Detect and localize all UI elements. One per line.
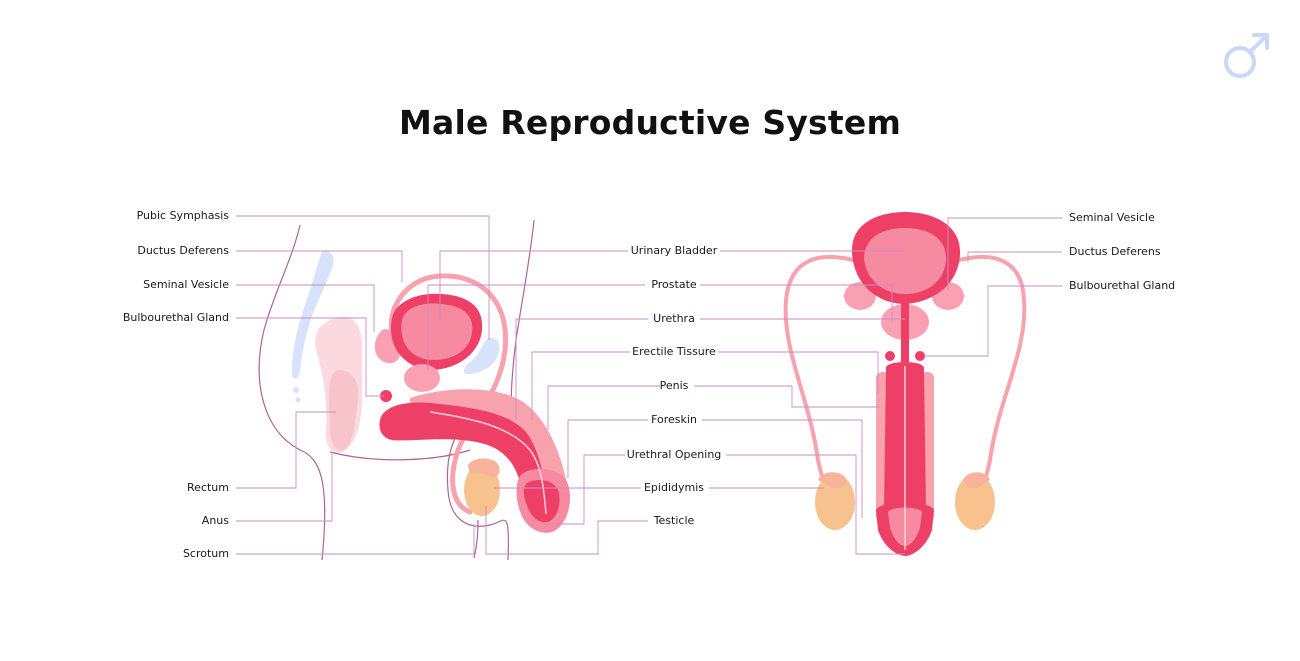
male-symbol-icon	[1224, 33, 1269, 78]
leader-erectile-tissure	[531, 351, 630, 420]
label-epididymis: Epididymis	[643, 481, 705, 494]
erectile-tissue-shape	[410, 389, 568, 515]
bulbourethal-gland-left	[885, 351, 895, 361]
bladder-front-inner	[864, 228, 946, 294]
coccyx-dot	[295, 397, 301, 403]
leader-bulbourethal-gland-right	[924, 285, 1062, 357]
label-scrotum: Scrotum	[182, 547, 229, 560]
label-pubic-symphasis: Pubic Symphasis	[136, 209, 229, 222]
leader-seminal-vesicle-right	[947, 217, 1062, 290]
label-seminal-vesicle: Seminal Vesicle	[143, 278, 229, 291]
leader-foreskin-front	[702, 419, 863, 518]
leader-urinary-bladder	[439, 250, 628, 322]
bulbourethal-gland-shape	[380, 390, 392, 402]
label-anus: Anus	[201, 514, 229, 527]
leader-ductus-deferens-right	[967, 251, 1062, 262]
prostate-shape	[404, 364, 440, 392]
urinary-bladder-inner	[401, 303, 473, 360]
label-erectile-tissure: Erectile Tissure	[632, 345, 716, 358]
label-testicle: Testicle	[653, 514, 695, 527]
leader-seminal-vesicle-left	[236, 284, 375, 332]
pubic-bone	[464, 337, 500, 375]
testicle-right	[955, 474, 995, 530]
urethra-line	[429, 411, 547, 515]
leader-urethral-opening	[556, 454, 625, 525]
leader-erectile-tissure-front	[718, 351, 879, 394]
urethra-front	[901, 300, 909, 364]
leader-penis	[547, 385, 660, 430]
body-outline-back	[258, 224, 326, 561]
testicle-shape	[464, 464, 500, 516]
leader-penis-front	[694, 385, 880, 408]
front-view	[783, 212, 1027, 556]
scrotum-front-line	[473, 519, 479, 559]
coccyx-dot	[293, 387, 299, 393]
label-rectum: Rectum	[187, 481, 229, 494]
label-foreskin: Foreskin	[651, 413, 697, 426]
label-seminal-vesicle-right: Seminal Vesicle	[1069, 211, 1155, 224]
label-penis: Penis	[659, 379, 689, 392]
leader-lines	[236, 215, 1062, 555]
scrotum-outline	[446, 419, 509, 561]
leader-scrotum	[236, 524, 475, 555]
leader-rectum	[236, 411, 336, 489]
label-ductus-deferens: Ductus Deferens	[137, 244, 229, 257]
leader-testicle	[485, 506, 648, 555]
leader-ductus-deferens-left	[236, 250, 403, 282]
leader-foreskin	[567, 419, 648, 478]
testicle-left	[815, 474, 855, 530]
label-ductus-deferens-right: Ductus Deferens	[1069, 245, 1161, 258]
leader-urethra	[515, 318, 648, 420]
label-bulbourethal-gland: Bulbourethal Gland	[122, 311, 229, 324]
label-bulbourethal-gland-right: Bulbourethal Gland	[1069, 279, 1176, 292]
rectum-lower	[329, 370, 359, 451]
label-prostate: Prostate	[651, 278, 697, 291]
label-urinary-bladder: Urinary Bladder	[630, 244, 718, 257]
leader-bulbourethal-gland-left	[236, 317, 384, 397]
leader-prostate	[427, 284, 645, 370]
epididymis-left	[818, 472, 847, 489]
bulbourethal-gland-right	[915, 351, 925, 361]
page-title: Male Reproductive System	[398, 103, 902, 142]
leader-anus	[236, 452, 333, 522]
epididymis-right	[963, 472, 990, 489]
leader-prostate-front	[700, 284, 893, 322]
sagittal-view	[258, 219, 571, 561]
epididymis-shape	[468, 458, 500, 478]
label-urethra: Urethra	[653, 312, 695, 325]
ductus-deferens-loop	[388, 273, 509, 515]
label-urethral-opening: Urethral Opening	[626, 448, 722, 461]
leader-pubic-symphasis	[236, 215, 490, 340]
glans-inner	[523, 480, 560, 523]
leader-urethral-opening-front	[726, 454, 905, 555]
sacrum-bone	[292, 250, 334, 379]
body-outline-front	[510, 219, 535, 421]
